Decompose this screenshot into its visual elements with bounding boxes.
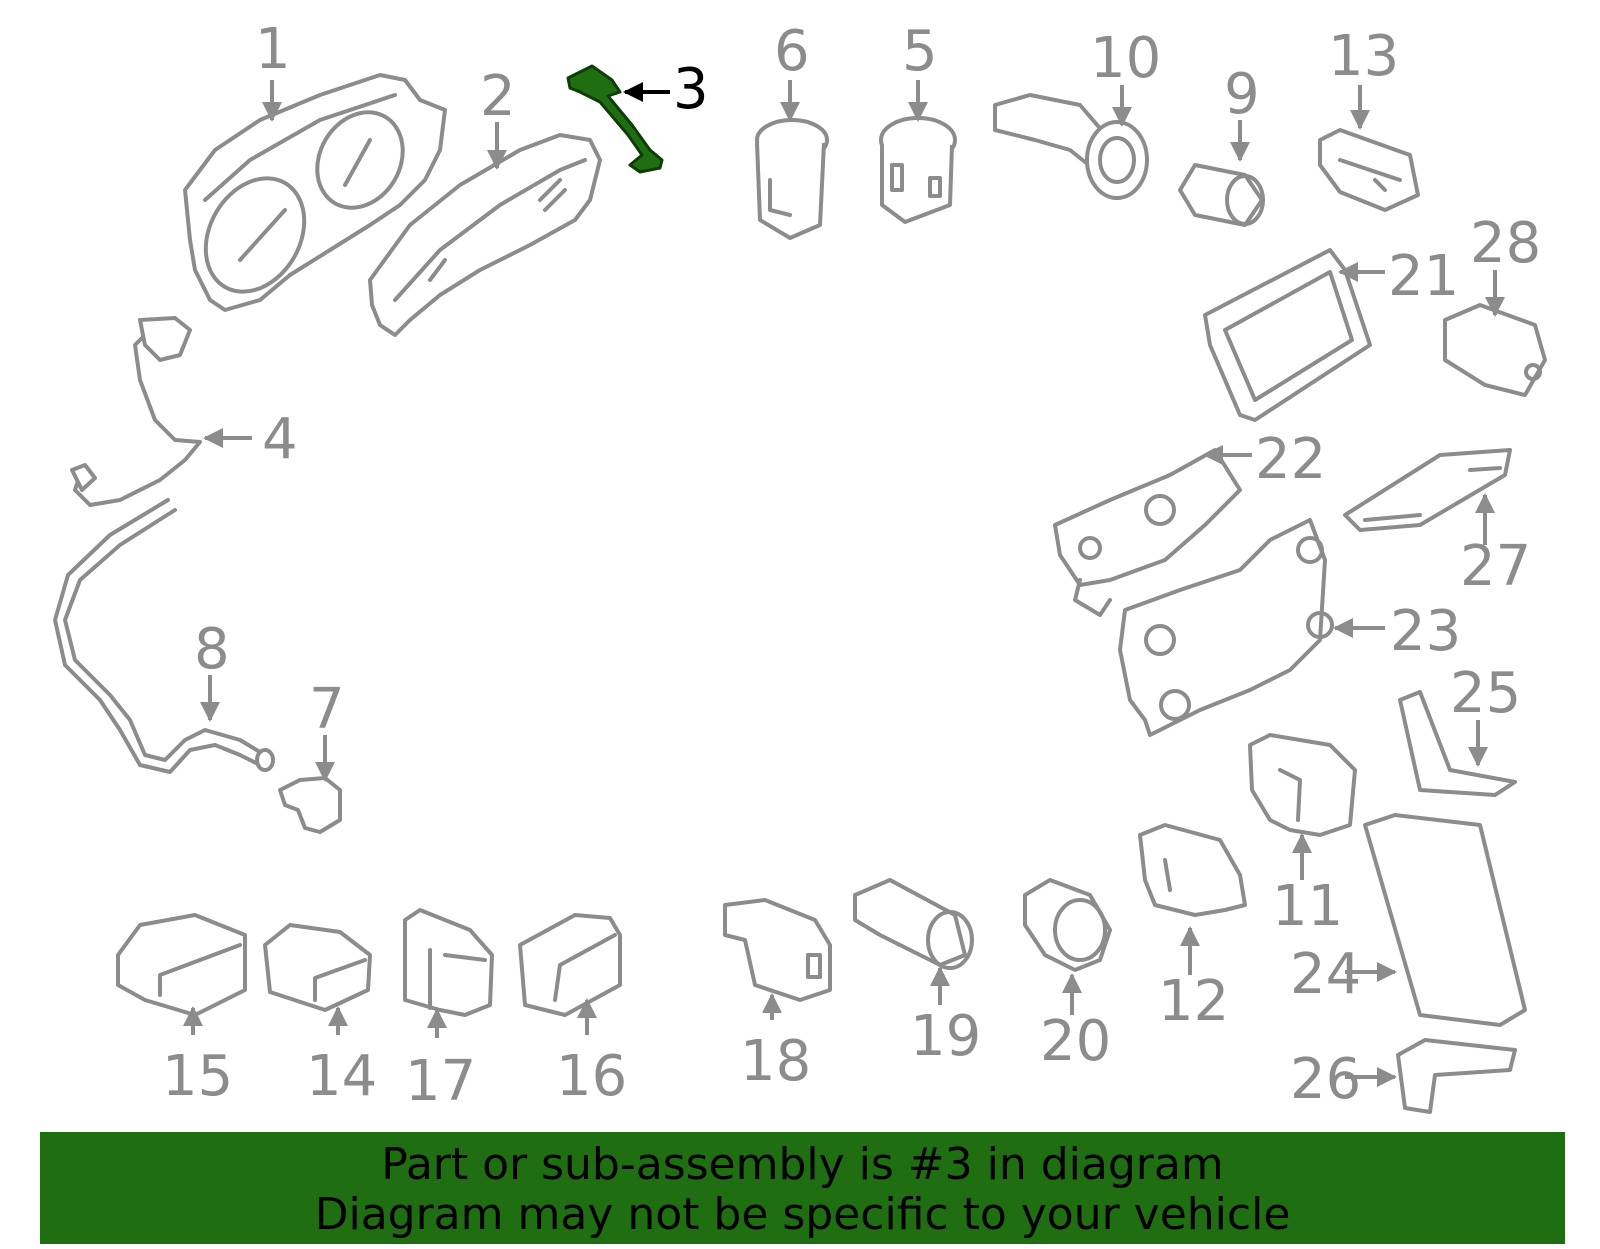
label-14: 14	[306, 1044, 377, 1109]
part-6-switch	[755, 118, 829, 240]
label-6: 6	[774, 19, 810, 84]
part-21-display	[1203, 248, 1372, 422]
part-3-bracket-highlighted	[566, 64, 664, 174]
part-23-control-module	[1118, 518, 1334, 737]
banner-line-2: Diagram may not be specific to your vehi…	[314, 1189, 1291, 1240]
label-23: 23	[1390, 599, 1461, 664]
label-21: 21	[1388, 244, 1459, 309]
label-20: 20	[1040, 1009, 1111, 1074]
label-19: 19	[910, 1004, 981, 1069]
label-1: 1	[255, 17, 291, 82]
part-26-bracket	[1396, 1038, 1517, 1114]
label-4: 4	[262, 407, 298, 472]
label-25: 25	[1450, 661, 1521, 726]
part-2-cluster-lens	[368, 133, 602, 337]
part-22-control-panel	[1053, 448, 1242, 617]
label-13: 13	[1328, 24, 1399, 89]
label-2: 2	[480, 64, 516, 129]
part-4-wiring-harness	[70, 316, 202, 507]
part-19-socket	[853, 878, 974, 970]
info-banner: Part or sub-assembly is #3 in diagram Di…	[40, 1132, 1565, 1244]
part-labels: 1 2 3 4 5 6 7 8 9 10 11 12 13 14 15 16 1…	[162, 17, 1541, 1114]
part-25-bracket	[1398, 690, 1517, 797]
part-9-knob	[1178, 163, 1265, 227]
label-17: 17	[405, 1049, 476, 1114]
label-27: 27	[1460, 534, 1531, 599]
label-15: 15	[162, 1044, 233, 1109]
part-18-switch	[723, 898, 832, 1002]
part-15-switch	[116, 913, 247, 1017]
label-22: 22	[1255, 427, 1326, 492]
label-7: 7	[309, 677, 345, 742]
label-12: 12	[1158, 969, 1229, 1034]
label-24: 24	[1290, 942, 1361, 1007]
banner-line-1: Part or sub-assembly is #3 in diagram	[381, 1139, 1224, 1190]
part-16-switch	[518, 913, 622, 1017]
label-10: 10	[1090, 26, 1161, 91]
label-9: 9	[1224, 62, 1260, 127]
part-28-switch	[1443, 303, 1547, 397]
part-24-module	[1363, 813, 1527, 1027]
part-14-switch	[263, 923, 372, 1012]
part-8-duct	[53, 498, 275, 774]
label-16: 16	[556, 1044, 627, 1109]
part-13-switch	[1318, 128, 1420, 212]
part-10-ignition	[993, 93, 1149, 200]
part-27-module	[1343, 448, 1512, 532]
part-11-switch	[1248, 733, 1357, 837]
leader-arrows	[183, 80, 1505, 1087]
label-3: 3	[673, 57, 709, 122]
label-5: 5	[902, 19, 938, 84]
part-20-socket	[1023, 878, 1112, 972]
part-7-sensor	[278, 776, 342, 834]
label-18: 18	[740, 1029, 811, 1094]
label-11: 11	[1272, 874, 1343, 939]
label-26: 26	[1290, 1047, 1361, 1112]
part-1-cluster-housing	[183, 73, 447, 312]
part-17-switch	[403, 908, 494, 1017]
label-8: 8	[194, 617, 230, 682]
part-5-switch	[879, 116, 957, 224]
label-28: 28	[1470, 211, 1541, 276]
part-12-switch	[1138, 823, 1247, 917]
